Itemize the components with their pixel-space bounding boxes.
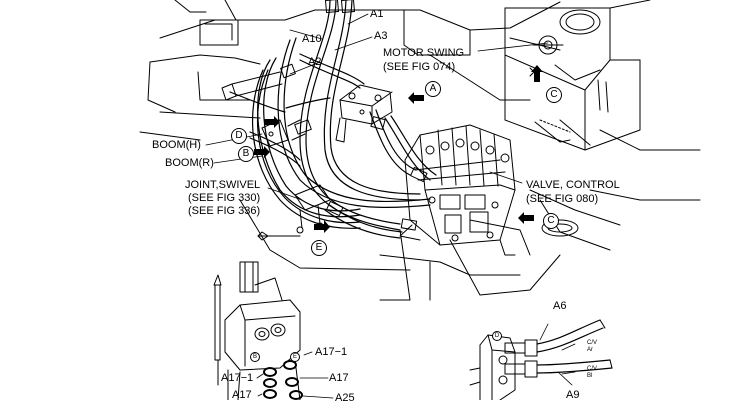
- callout-a17-right: A17: [329, 372, 349, 384]
- view-arrow-d: [264, 116, 280, 128]
- inset-marker-d: D: [492, 331, 502, 341]
- view-arrow-b: [254, 146, 270, 158]
- view-marker-a: A: [425, 81, 441, 97]
- callout-boom-h: BOOM(H): [152, 139, 201, 151]
- callout-joint-swivel-ref1: (SEE FIG 330): [188, 192, 261, 204]
- callout-joint-swivel: JOINT,SWIVEL: [185, 179, 261, 191]
- view-arrow-e: [314, 220, 330, 233]
- inset-marker-b: B: [250, 352, 260, 362]
- control-valve-stack: [399, 124, 516, 256]
- inset-marker-e: E: [290, 352, 300, 362]
- callout-a17-left: A17: [232, 389, 252, 401]
- inset-valve-left: [213, 261, 334, 400]
- callout-cv-bl-sub: Bl: [587, 373, 593, 379]
- view-arrow-c1: [518, 212, 534, 224]
- view-marker-c2: C: [546, 87, 562, 103]
- callout-cv-bl: C/V: [587, 366, 598, 372]
- callout-a3: A3: [374, 30, 388, 42]
- callout-cv-ar-sub: Ar: [587, 347, 593, 353]
- view-arrows: [254, 65, 543, 233]
- callout-valve-control-ref: (SEE FIG 080): [526, 193, 599, 205]
- callout-a2: A2: [308, 56, 322, 68]
- callout-a10: A10: [302, 33, 322, 45]
- frame-outline: [139, 0, 701, 301]
- view-marker-c1: C: [543, 213, 559, 229]
- callout-boom-r: BOOM(R): [165, 157, 214, 169]
- view-marker-e: E: [311, 240, 327, 256]
- leader-lines: [205, 13, 576, 386]
- callout-cv-ar: C/V: [587, 340, 598, 346]
- view-marker-d: D: [231, 128, 247, 144]
- callout-valve-control: VALVE, CONTROL: [526, 179, 620, 191]
- callout-a6: A6: [553, 300, 567, 312]
- tank-housing: [504, 0, 651, 237]
- callout-a17-1-right: A17−1: [315, 346, 348, 358]
- callout-a17-1-left: A17−1: [221, 372, 254, 384]
- motor-swing-block: [335, 84, 393, 143]
- callout-joint-swivel-ref2: (SEE FIG 336): [188, 205, 261, 217]
- callout-motor-swing: MOTOR SWING: [383, 47, 465, 59]
- hose-fittings: [280, 0, 428, 231]
- inset-valve-right: [469, 319, 613, 400]
- callout-motor-swing-ref: (SEE FIG 074): [383, 61, 456, 73]
- view-arrow-c2: [531, 65, 543, 82]
- callout-a9: A9: [566, 389, 580, 401]
- view-marker-b: B: [238, 146, 254, 162]
- callout-a25: A25: [335, 392, 355, 404]
- callout-a1: A1: [370, 8, 384, 20]
- view-arrow-a: [408, 92, 424, 104]
